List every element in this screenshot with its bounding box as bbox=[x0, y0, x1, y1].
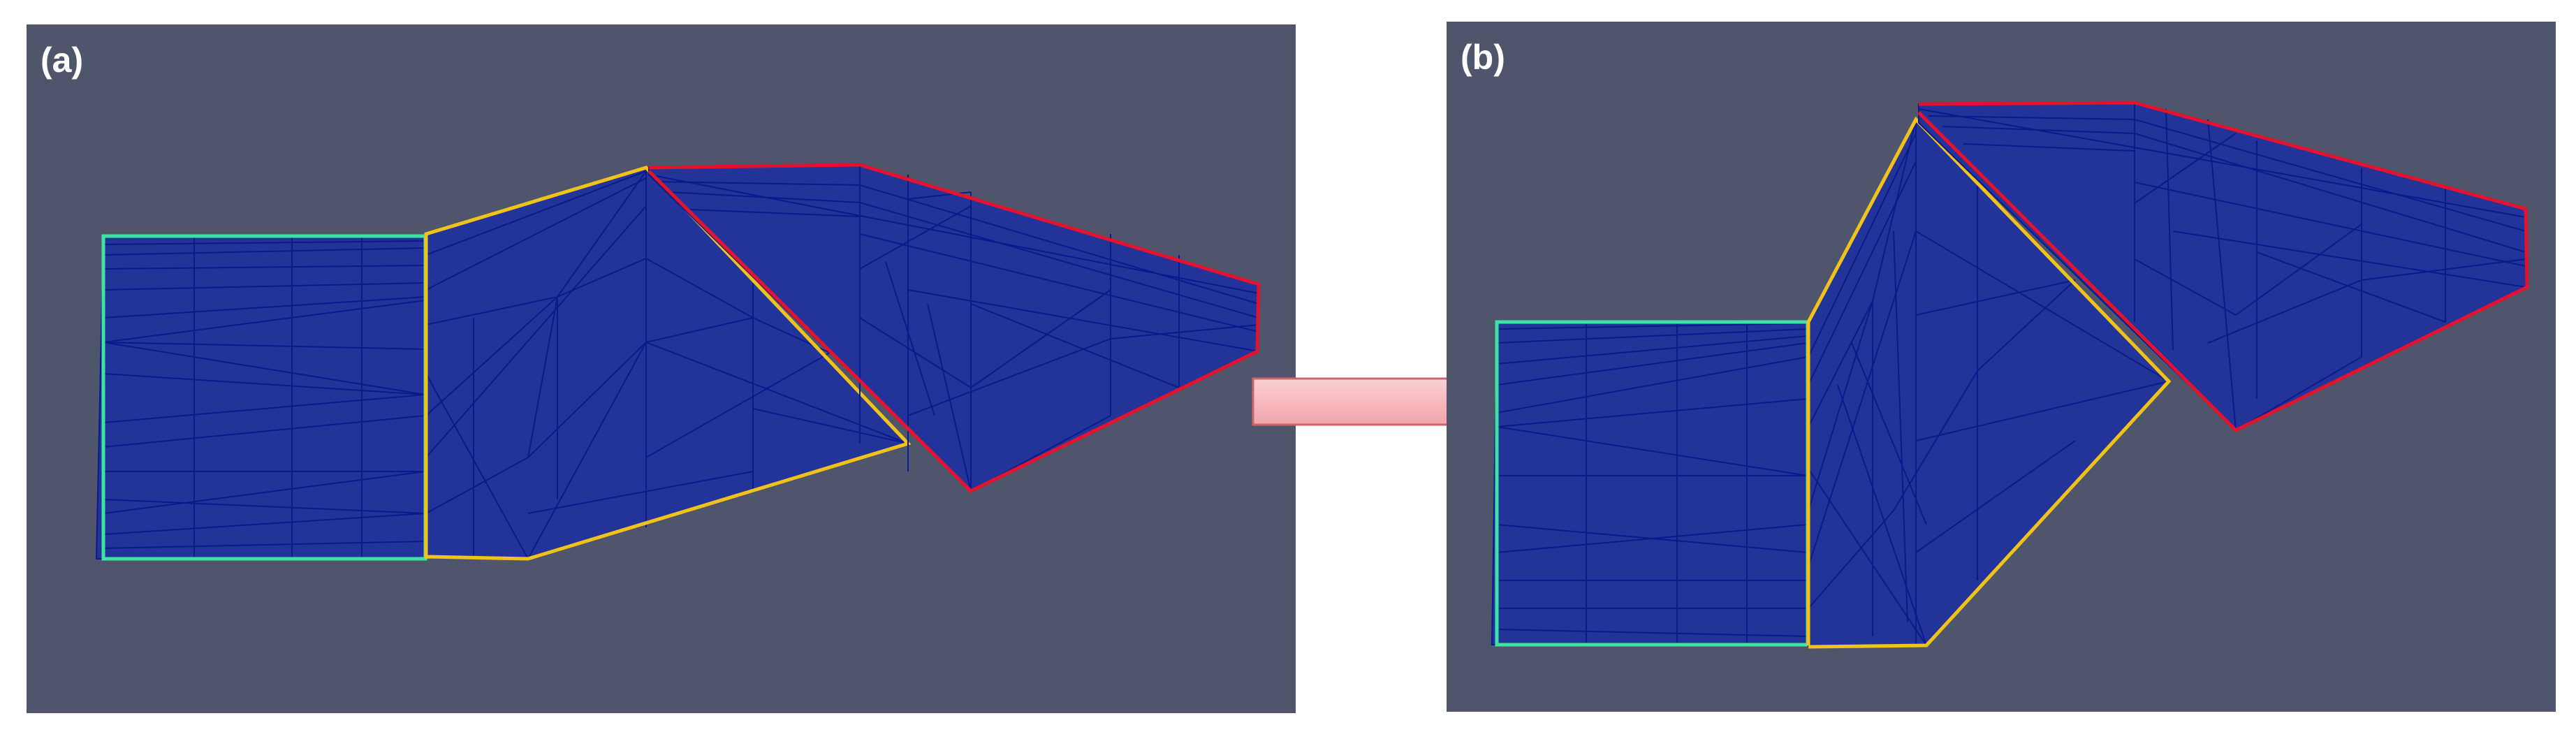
block-a-yellow bbox=[424, 166, 912, 561]
panel-b: (b) bbox=[1447, 22, 2556, 712]
mesh-a bbox=[95, 163, 1261, 561]
panel-b-label: (b) bbox=[1461, 38, 1505, 77]
block-a-red bbox=[647, 163, 1261, 494]
block-b-yellow bbox=[1806, 116, 2172, 649]
panel-a: (a) bbox=[27, 24, 1296, 713]
block-a-green bbox=[95, 234, 427, 561]
panel-a-label: (a) bbox=[41, 41, 84, 80]
mesh-b bbox=[1491, 101, 2529, 649]
block-b-green bbox=[1491, 320, 1810, 647]
block-b-red bbox=[1917, 101, 2529, 433]
